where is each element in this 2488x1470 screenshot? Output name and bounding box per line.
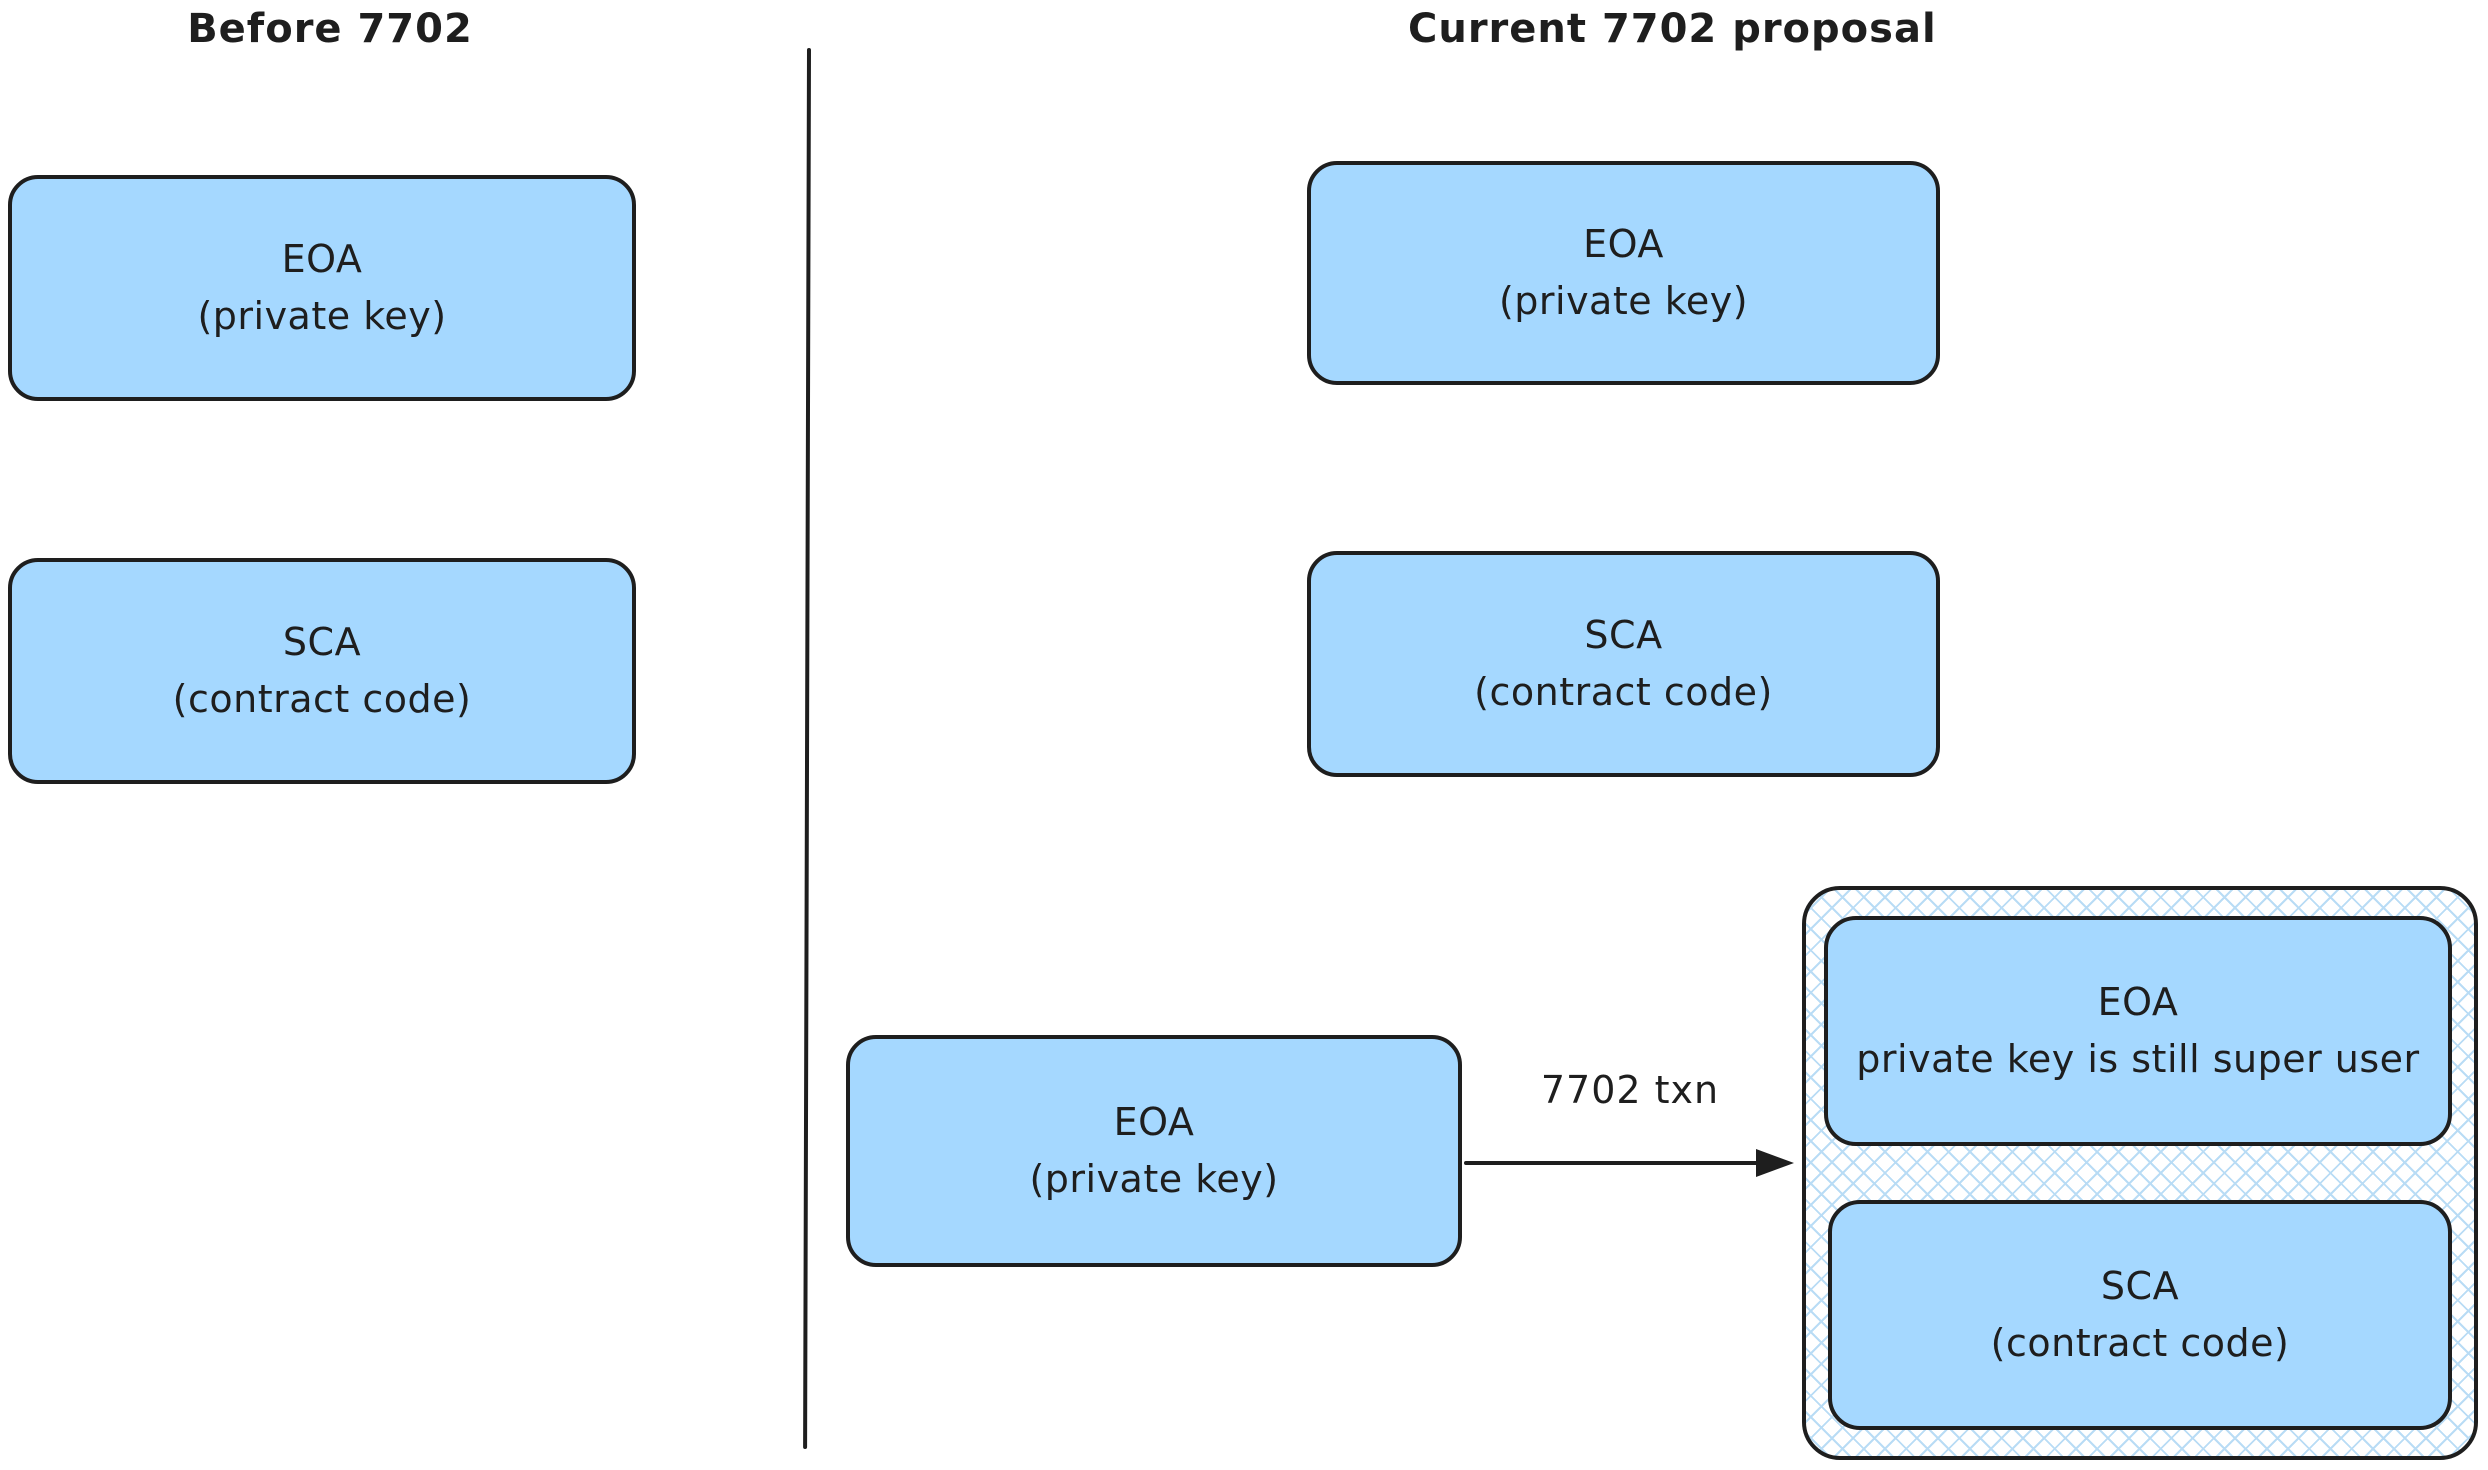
section-divider-line	[803, 47, 811, 1450]
left-eoa-box-subtitle: (private key)	[197, 294, 447, 338]
flow-eoa-box: EOA (private key)	[846, 1035, 1462, 1267]
arrow-head-icon	[1756, 1149, 1794, 1177]
container-sca-box-title: SCA	[2100, 1264, 2180, 1308]
container-eoa-box: EOA private key is still super user	[1824, 916, 2452, 1146]
container-eoa-box-title: EOA	[2097, 980, 2179, 1024]
left-eoa-box-title: EOA	[281, 237, 363, 281]
right-sca-box-subtitle: (contract code)	[1474, 670, 1773, 714]
left-sca-box-title: SCA	[282, 620, 362, 664]
container-sca-box-subtitle: (contract code)	[1990, 1321, 2290, 1365]
left-sca-box-subtitle: (contract code)	[172, 677, 472, 721]
right-eoa-box-title: EOA	[1583, 222, 1664, 266]
flow-eoa-box-title: EOA	[1113, 1100, 1195, 1144]
right-eoa-box-subtitle: (private key)	[1498, 279, 1749, 323]
right-eoa-box: EOA (private key)	[1307, 161, 1940, 385]
right-sca-box-title: SCA	[1584, 613, 1663, 657]
arrow-label-7702-txn: 7702 txn	[1540, 1068, 1720, 1112]
delegated-account-container: EOA private key is still super user SCA …	[1802, 886, 2478, 1460]
left-section-title: Before 7702	[187, 6, 473, 52]
container-eoa-box-subtitle: private key is still super user	[1856, 1037, 2420, 1081]
flow-eoa-box-subtitle: (private key)	[1029, 1157, 1279, 1201]
left-eoa-box: EOA (private key)	[8, 175, 636, 401]
container-sca-box: SCA (contract code)	[1828, 1200, 2452, 1430]
right-sca-box: SCA (contract code)	[1307, 551, 1940, 777]
arrow-7702-txn	[1464, 1149, 1794, 1177]
right-section-title: Current 7702 proposal	[1408, 6, 1937, 52]
left-sca-box: SCA (contract code)	[8, 558, 636, 784]
